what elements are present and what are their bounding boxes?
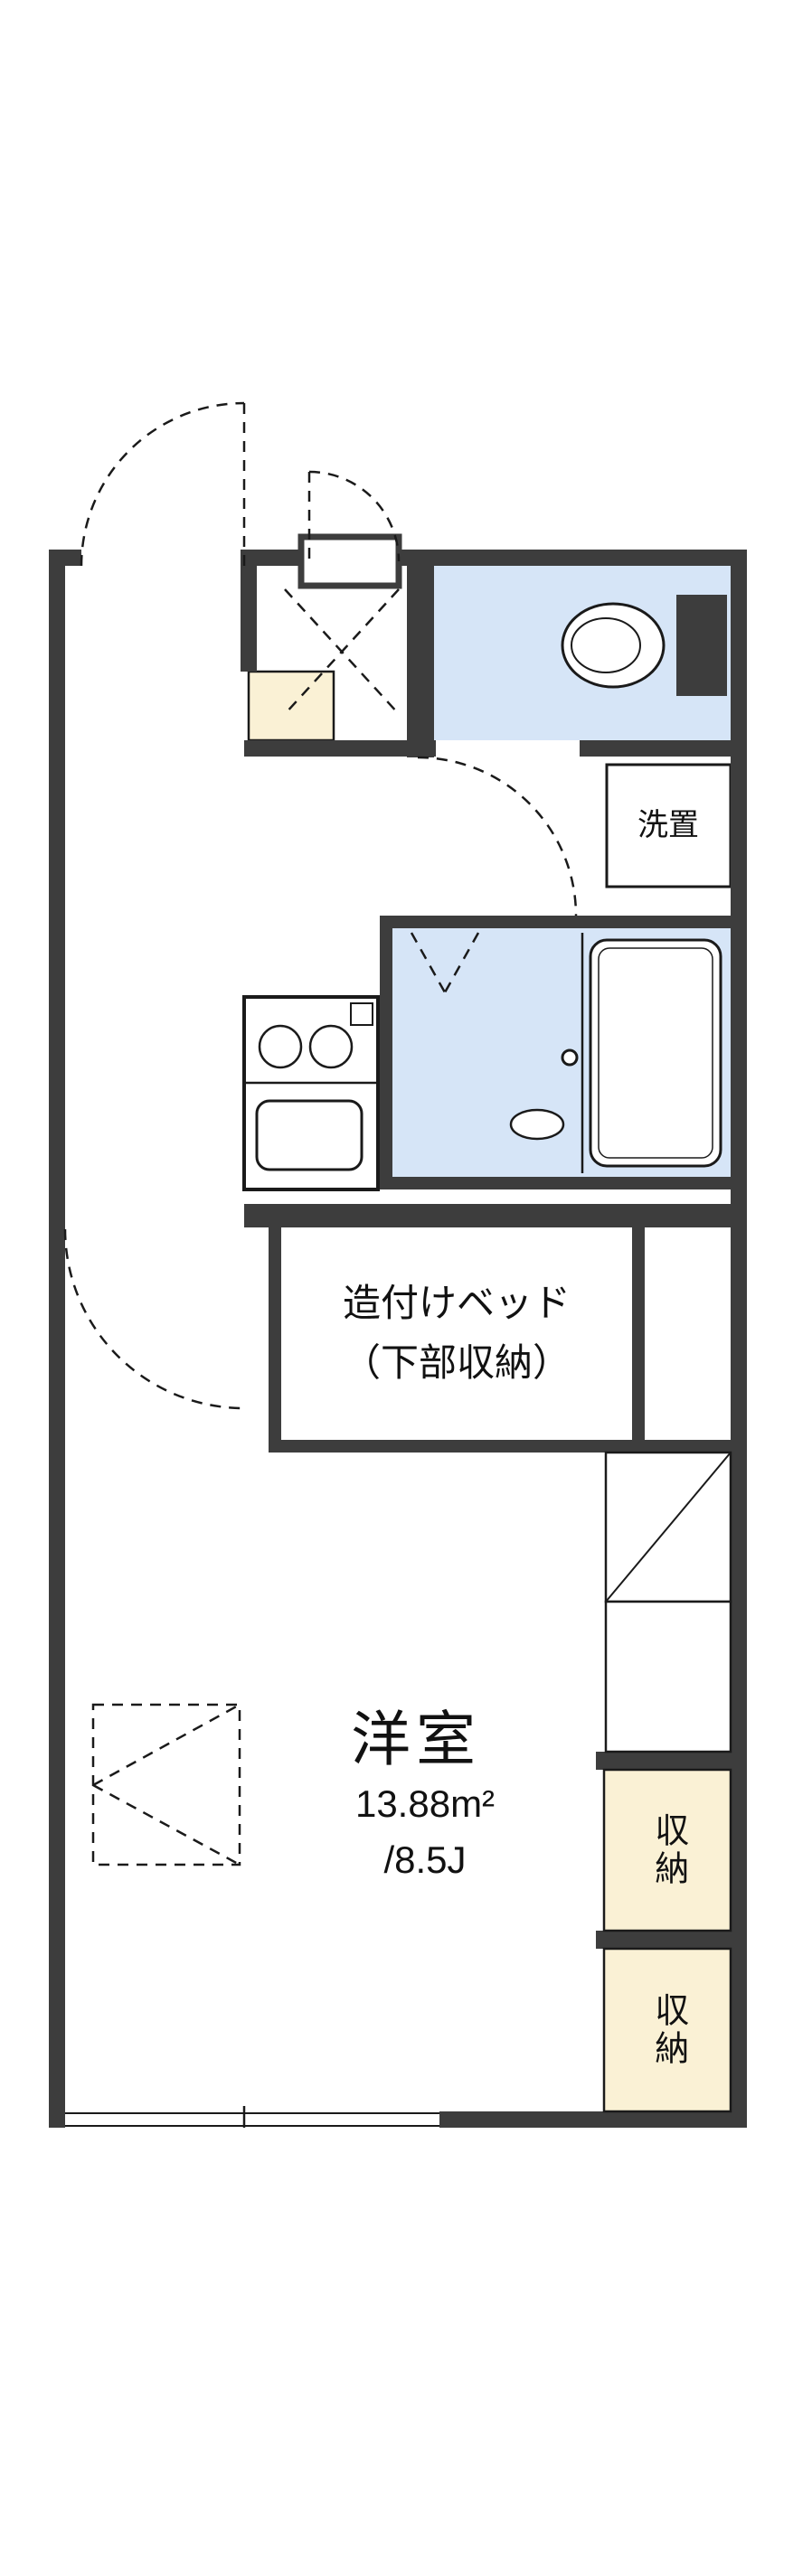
bath-wall-top bbox=[380, 916, 747, 928]
door-swings bbox=[63, 401, 578, 1866]
kitchen-counter bbox=[242, 995, 380, 1191]
furniture-dashed-box bbox=[91, 1703, 241, 1866]
porch-door-arc bbox=[308, 470, 401, 562]
bed-wall-bottom bbox=[269, 1440, 645, 1453]
bathtub bbox=[589, 938, 722, 1168]
walls bbox=[49, 550, 747, 2128]
bath-unit bbox=[509, 933, 722, 1173]
toilet-fixture bbox=[561, 595, 727, 696]
built-in-bed-label: 造付けベッド bbox=[342, 1281, 571, 1324]
bottom-wall-right bbox=[439, 2111, 747, 2128]
room-door-arc bbox=[63, 1228, 245, 1410]
bath-fold-door-left bbox=[410, 932, 447, 993]
room-name-label: 洋室 bbox=[351, 1705, 481, 1772]
stove-corner-box bbox=[350, 1002, 373, 1026]
toilet-seat bbox=[571, 617, 641, 673]
right-wall bbox=[731, 550, 747, 2128]
room-area-jo-label: /8.5J bbox=[383, 1838, 467, 1881]
toilet-tank bbox=[676, 595, 727, 696]
closet-wall-lower bbox=[596, 1931, 747, 1949]
bottom-window bbox=[65, 2106, 439, 2128]
storage-bottom-label: 収納 bbox=[648, 1992, 687, 2068]
top-wall-left-stub bbox=[49, 550, 81, 566]
entry-door-post bbox=[241, 550, 257, 672]
toilet-bowl bbox=[561, 602, 666, 689]
left-wall bbox=[49, 550, 65, 2128]
entry-porch bbox=[297, 533, 402, 589]
built-in-bed-sublabel: （下部収納） bbox=[342, 1340, 571, 1384]
bath-wall-left bbox=[380, 916, 392, 1189]
furniture-diagonal-1 bbox=[92, 1703, 241, 1787]
bath-drain-oval bbox=[509, 1108, 565, 1141]
bed-wall-right bbox=[632, 1227, 645, 1453]
furniture-diagonal-2 bbox=[92, 1783, 241, 1866]
stove-burner-left bbox=[258, 1024, 303, 1069]
storage-top-box bbox=[602, 1768, 732, 1932]
closet-wall-upper bbox=[596, 1752, 747, 1770]
room-area-m2-label: 13.88m² bbox=[354, 1782, 496, 1825]
bath-fold-door-right bbox=[443, 932, 480, 993]
closet-diagonal bbox=[605, 1452, 732, 1603]
bed-to-right-wall bbox=[645, 1440, 747, 1453]
bath-door-knob bbox=[561, 1048, 579, 1067]
closet-column bbox=[602, 1451, 732, 2113]
stove-burner-right bbox=[308, 1024, 354, 1069]
mid-partition-wall bbox=[244, 1204, 747, 1227]
hall-wall-left bbox=[244, 740, 436, 757]
entry-door-arc bbox=[80, 401, 245, 567]
washer-space-label: 洗置 bbox=[637, 807, 699, 842]
kitchen-sink bbox=[255, 1099, 364, 1171]
entry-toilet-partition bbox=[407, 550, 434, 757]
storage-bottom-box bbox=[602, 1947, 732, 2113]
bath-door-arc bbox=[417, 756, 578, 917]
bath-wall-bottom bbox=[380, 1177, 747, 1189]
hall-wall-right bbox=[580, 740, 731, 757]
storage-top-label: 収納 bbox=[648, 1812, 687, 1888]
closet-box-lower bbox=[604, 1600, 732, 1753]
bathtub-inner-line bbox=[598, 947, 713, 1159]
bed-wall-left bbox=[269, 1227, 281, 1453]
entry-closet-cross-2 bbox=[284, 588, 400, 715]
